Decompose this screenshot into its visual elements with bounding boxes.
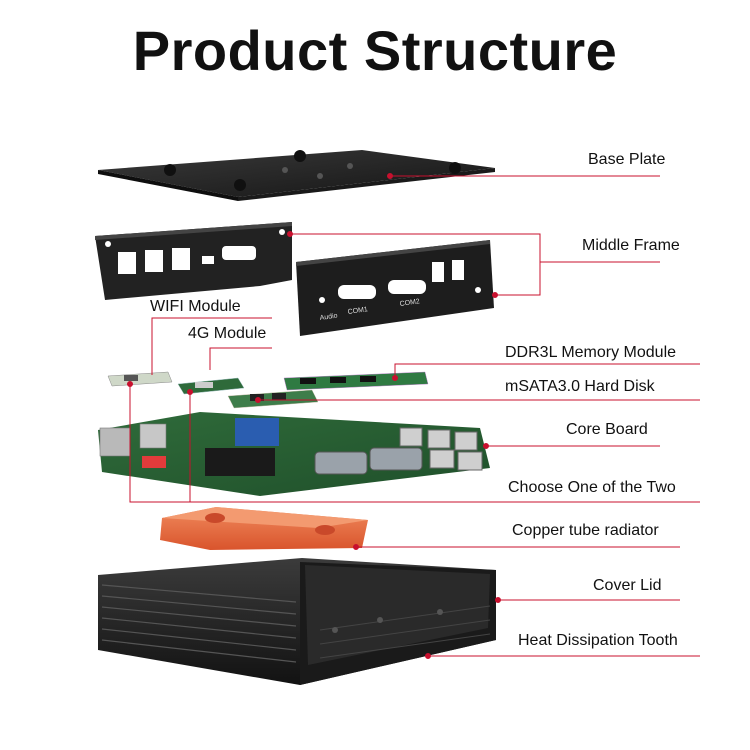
label-msata-disk: mSATA3.0 Hard Disk	[505, 378, 655, 395]
label-4g-module: 4G Module	[188, 325, 267, 342]
label-base-plate: Base Plate	[588, 151, 666, 168]
label-wifi-module: WIFI Module	[150, 298, 241, 315]
msata-disk	[227, 389, 319, 409]
com2-port-label: COM2	[399, 298, 420, 308]
wifi-module	[107, 371, 173, 387]
core-board	[98, 412, 490, 496]
middle-frame-left	[95, 222, 292, 300]
label-ddr3l-memory: DDR3L Memory Module	[505, 344, 677, 361]
4g-module	[177, 377, 245, 395]
label-copper-radiator: Copper tube radiator	[512, 522, 659, 539]
cover-lid	[98, 558, 496, 685]
audio-port-label: Audio	[319, 313, 338, 322]
memory-module	[283, 371, 429, 391]
com1-port-label: COM1	[347, 306, 368, 316]
label-cover-lid: Cover Lid	[593, 577, 662, 594]
page-title: Product Structure	[132, 19, 618, 82]
label-choose-one: Choose One of the Two	[508, 479, 676, 496]
leader-lines	[127, 173, 700, 659]
label-middle-frame: Middle Frame	[582, 237, 680, 254]
label-core-board: Core Board	[566, 421, 648, 438]
middle-frame-right: Audio COM1 COM2	[296, 240, 494, 336]
label-heat-tooth: Heat Dissipation Tooth	[518, 632, 678, 649]
copper-radiator	[160, 507, 368, 550]
